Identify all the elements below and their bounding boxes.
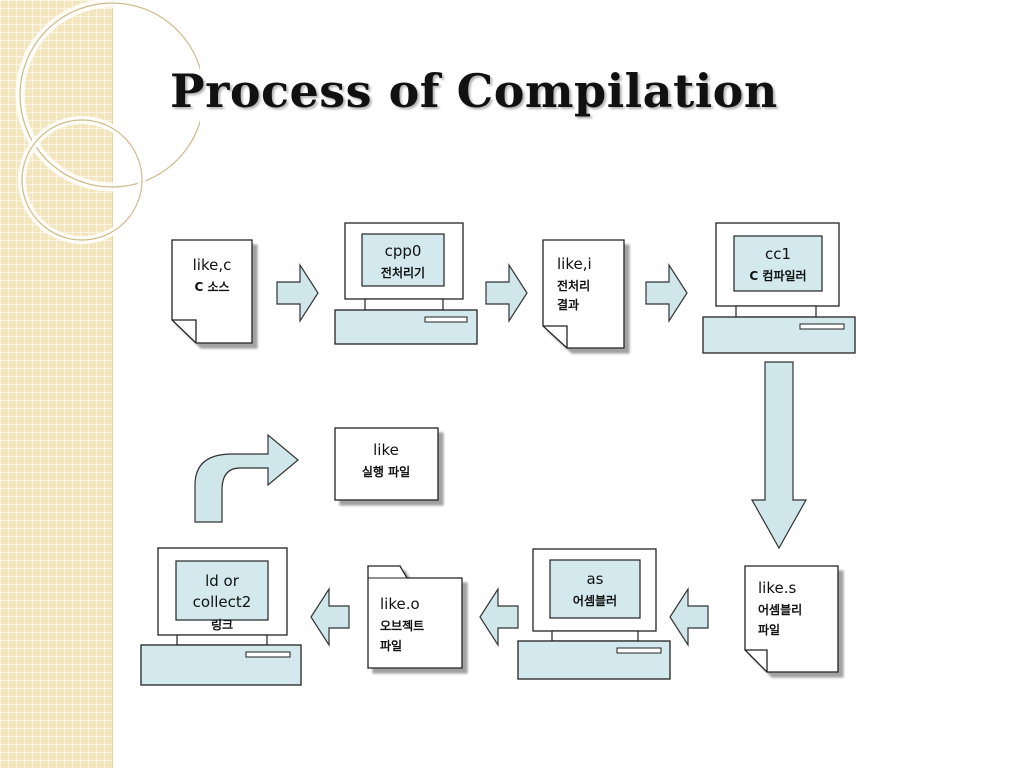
- cpp0-computer-node: cpp0 전처리기: [334, 222, 478, 345]
- assembly-line-2: 어셈블리: [758, 602, 802, 617]
- monitor-stand: [551, 630, 639, 642]
- monitor-stand: [176, 634, 268, 646]
- ring-inner-edge: [21, 119, 143, 241]
- object-file-node: like.o 오브젝트 파일: [367, 565, 463, 669]
- document-shape: [744, 565, 839, 673]
- document-fold: [543, 325, 568, 348]
- assembly-line-3: 파일: [758, 622, 780, 637]
- monitor-stand: [364, 298, 444, 311]
- as-line-1: as: [586, 570, 603, 588]
- folder-shape: [367, 565, 463, 669]
- arrow-left-2: [479, 586, 519, 648]
- source-line-1: like,c: [193, 256, 232, 274]
- document-fold: [172, 319, 197, 343]
- linker-computer-node: ld or collect2 링크: [140, 547, 302, 686]
- preprocessed-file-node: like,i 전처리 결과: [542, 239, 625, 349]
- preprocessed-line-3: 결과: [557, 297, 579, 312]
- arrow-right-1: [276, 262, 319, 324]
- source-file-node: like,c C 소스: [171, 239, 253, 344]
- linker-line-3: 링크: [211, 617, 233, 632]
- document-shape: [542, 239, 625, 349]
- arrow-left-1: [669, 586, 709, 648]
- disk-drive-slot: [799, 323, 845, 330]
- object-line-3: 파일: [380, 638, 402, 653]
- arrow-right-3: [645, 262, 688, 324]
- computer-base: [334, 309, 478, 345]
- arrow-down: [750, 361, 808, 550]
- assembly-file-node: like.s 어셈블리 파일: [744, 565, 839, 673]
- monitor-screen: [175, 560, 269, 621]
- arrow-right-2: [485, 262, 528, 324]
- cpp0-line-1: cpp0: [385, 242, 422, 260]
- disk-drive-slot: [245, 651, 291, 658]
- computer-base: [517, 640, 671, 680]
- disk-drive-slot: [424, 316, 468, 323]
- assembly-line-1: like.s: [758, 579, 796, 597]
- cc1-line-2: C 컴파일러: [749, 268, 806, 283]
- cc1-computer-node: cc1 C 컴파일러: [702, 222, 856, 354]
- monitor-stand: [735, 305, 817, 318]
- object-line-2: 오브젝트: [380, 618, 424, 633]
- cpp0-line-2: 전처리기: [381, 265, 425, 280]
- monitor-screen: [549, 559, 641, 619]
- page-title: Process of Compilation: [170, 64, 778, 118]
- computer-base: [140, 644, 302, 686]
- executable-box: [334, 427, 439, 501]
- as-computer-node: as 어셈블러: [517, 548, 671, 680]
- executable-node: like 실행 파일: [334, 427, 439, 501]
- decorative-rings: [15, 0, 200, 244]
- document-shape: [171, 239, 253, 344]
- preprocessed-line-1: like,i: [557, 255, 592, 273]
- arrow-curved: [194, 433, 299, 523]
- disk-drive-slot: [616, 647, 662, 654]
- monitor-screen: [733, 235, 823, 292]
- document-fold: [745, 649, 768, 672]
- computer-base: [702, 316, 856, 354]
- executable-line-1: like: [373, 441, 399, 459]
- source-line-2: C 소스: [194, 280, 229, 294]
- linker-line-1: ld or: [205, 572, 240, 590]
- executable-line-2: 실행 파일: [362, 464, 410, 479]
- arrow-left-3: [310, 586, 350, 648]
- object-line-1: like.o: [380, 595, 420, 613]
- cc1-line-1: cc1: [765, 245, 791, 263]
- preprocessed-line-2: 전처리: [557, 278, 590, 293]
- as-line-2: 어셈블러: [573, 593, 617, 608]
- linker-line-2: collect2: [193, 593, 252, 611]
- monitor-screen: [361, 233, 445, 287]
- ring-outer-edge: [19, 2, 200, 188]
